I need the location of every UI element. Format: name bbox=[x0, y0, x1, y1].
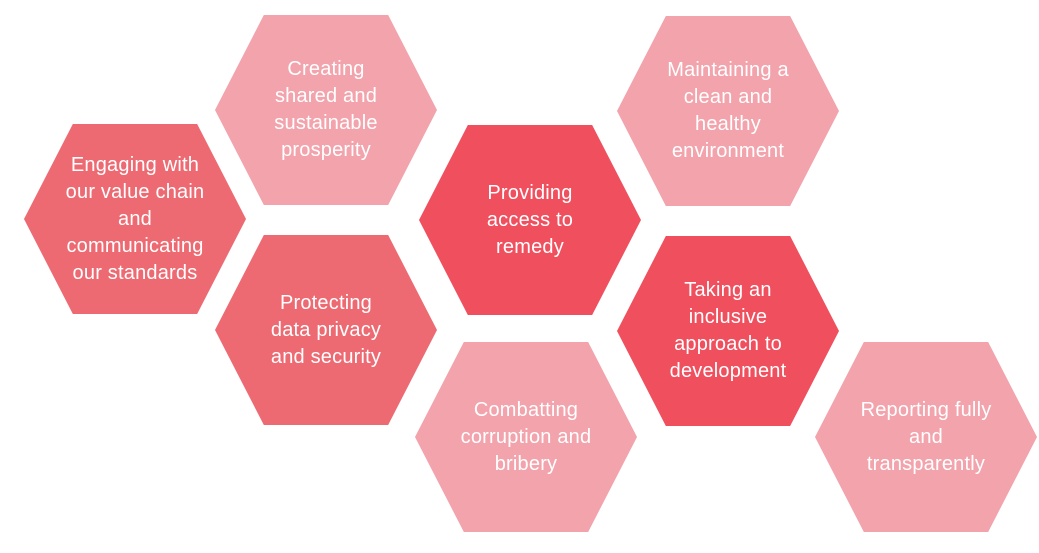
hexagon-access-to-remedy: Providing access to remedy bbox=[419, 125, 641, 315]
hexagon-clean-healthy-environment: Maintaining a clean and healthy environm… bbox=[617, 16, 839, 206]
hexagon-engaging-value-chain: Engaging with our value chain and commun… bbox=[24, 124, 246, 314]
hexagon-shared-prosperity: Creating shared and sustainable prosperi… bbox=[215, 15, 437, 205]
hexagon-label: Reporting fully and transparently bbox=[860, 398, 992, 475]
hexagon-anti-corruption-bribery: Combatting corruption and bribery bbox=[415, 342, 637, 532]
hexagon-inclusive-development: Taking an inclusive approach to developm… bbox=[617, 236, 839, 426]
hexagon-label: Taking an inclusive approach to developm… bbox=[669, 279, 787, 382]
hexagon-label: Maintaining a clean and healthy environm… bbox=[667, 59, 789, 162]
hexagon-label: Providing access to remedy bbox=[486, 181, 574, 258]
hexagon-label: Engaging with our value chain and commun… bbox=[65, 153, 205, 284]
hexagon-data-privacy-security: Protecting data privacy and security bbox=[215, 235, 437, 425]
hexagon-label: Protecting data privacy and security bbox=[270, 291, 382, 368]
hexagon-label: Combatting corruption and bribery bbox=[460, 398, 592, 475]
hexagon-transparent-reporting: Reporting fully and transparently bbox=[815, 342, 1037, 532]
hexagon-label: Creating shared and sustainable prosperi… bbox=[274, 58, 378, 161]
